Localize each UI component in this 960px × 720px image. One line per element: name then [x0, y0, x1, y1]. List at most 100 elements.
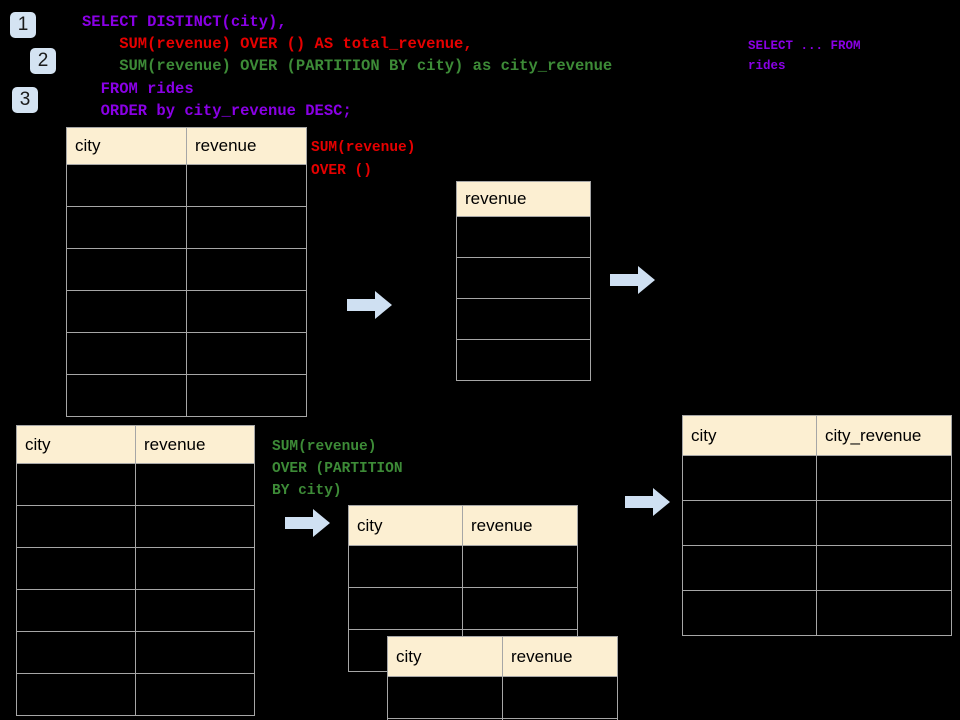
- table-rides-top: city revenue: [66, 127, 307, 417]
- cell-city: [16, 631, 136, 674]
- cell-revenue: [502, 718, 618, 720]
- table-row: [682, 455, 952, 501]
- column-header-city-revenue: city_revenue: [816, 415, 952, 456]
- cell-city: [348, 587, 463, 630]
- table-row: [66, 374, 307, 417]
- table-result: city city_revenue: [682, 415, 952, 636]
- table-row: [456, 216, 591, 258]
- cell-revenue: [135, 505, 255, 548]
- cell-revenue: [186, 206, 307, 249]
- cell-city-revenue: [816, 590, 952, 636]
- cell-city: [16, 547, 136, 590]
- cell-revenue: [186, 332, 307, 375]
- column-header-city: city: [66, 127, 187, 165]
- sql-line-select: SELECT DISTINCT(city),: [82, 13, 287, 31]
- table-header-row: city revenue: [66, 127, 307, 165]
- cell-city: [348, 545, 463, 588]
- table-row: [456, 298, 591, 340]
- cell-city: [66, 206, 187, 249]
- column-header-city: city: [348, 505, 463, 546]
- cell-revenue: [456, 216, 591, 258]
- cell-city: [66, 164, 187, 207]
- column-header-city: city: [682, 415, 817, 456]
- column-header-city: city: [16, 425, 136, 464]
- table-row: [456, 339, 591, 381]
- table-total-revenue: revenue: [456, 181, 591, 381]
- arrow-partition-to-result-icon: [625, 487, 671, 517]
- table-header-row: city revenue: [16, 425, 255, 464]
- arrow-rides-to-partition-icon: [285, 508, 331, 538]
- cell-city: [66, 290, 187, 333]
- table-row: [387, 676, 618, 719]
- cell-revenue: [502, 676, 618, 719]
- cell-city: [682, 590, 817, 636]
- table-row: [66, 290, 307, 333]
- cell-city-revenue: [816, 545, 952, 591]
- annotation-city-revenue-line-2: OVER (PARTITION: [272, 461, 403, 477]
- cell-revenue: [456, 298, 591, 340]
- cell-revenue: [186, 164, 307, 207]
- table-row: [387, 718, 618, 720]
- arrow-rides-to-total-icon: [347, 290, 393, 320]
- column-header-revenue: revenue: [462, 505, 578, 546]
- table-row: [348, 587, 578, 630]
- cell-revenue: [186, 290, 307, 333]
- cell-city: [66, 332, 187, 375]
- table-row: [16, 547, 255, 590]
- cell-city-revenue: [816, 500, 952, 546]
- table-row: [66, 332, 307, 375]
- cell-revenue: [186, 248, 307, 291]
- cell-revenue: [135, 631, 255, 674]
- cell-revenue: [135, 547, 255, 590]
- sql-line-from: FROM rides: [82, 80, 194, 98]
- cell-city: [16, 673, 136, 716]
- cell-city: [16, 463, 136, 506]
- table-row: [348, 545, 578, 588]
- table-partition-b: city revenue: [387, 636, 618, 720]
- cell-city-revenue: [816, 455, 952, 501]
- cell-city: [682, 455, 817, 501]
- table-row: [66, 248, 307, 291]
- cell-city: [682, 500, 817, 546]
- cell-revenue: [186, 374, 307, 417]
- cell-revenue: [456, 339, 591, 381]
- annotation-city-revenue-line-1: SUM(revenue): [272, 439, 377, 455]
- table-header-row: city revenue: [387, 636, 618, 677]
- cell-revenue: [135, 673, 255, 716]
- table-header-row: revenue: [456, 181, 591, 217]
- column-header-revenue: revenue: [186, 127, 307, 165]
- table-row: [66, 206, 307, 249]
- table-row: [16, 505, 255, 548]
- table-row: [16, 631, 255, 674]
- column-header-revenue: revenue: [135, 425, 255, 464]
- table-header-row: city city_revenue: [682, 415, 952, 456]
- column-header-revenue: revenue: [456, 181, 591, 217]
- annotation-total-revenue-line-2: OVER (): [311, 163, 372, 179]
- cell-revenue: [456, 257, 591, 299]
- sql-line-total-revenue: SUM(revenue) OVER () AS total_revenue,: [82, 35, 473, 53]
- cell-revenue: [135, 589, 255, 632]
- cell-city: [16, 505, 136, 548]
- step-badge-3[interactable]: 3: [12, 87, 38, 113]
- sql-line-city-revenue: SUM(revenue) OVER (PARTITION BY city) as…: [82, 57, 613, 75]
- cell-city: [387, 676, 503, 719]
- cell-city: [66, 248, 187, 291]
- annotation-city-revenue-line-3: BY city): [272, 483, 342, 499]
- step-badge-1[interactable]: 1: [10, 12, 36, 38]
- table-row: [16, 673, 255, 716]
- table-row: [16, 463, 255, 506]
- cell-city: [682, 545, 817, 591]
- cell-revenue: [462, 545, 578, 588]
- table-row: [682, 545, 952, 591]
- side-note-line-2: rides: [748, 59, 786, 73]
- cell-revenue: [135, 463, 255, 506]
- cell-city: [66, 374, 187, 417]
- annotation-total-revenue-line-1: SUM(revenue): [311, 140, 416, 156]
- step-badge-2[interactable]: 2: [30, 48, 56, 74]
- cell-city: [16, 589, 136, 632]
- arrow-total-to-out-icon: [610, 265, 656, 295]
- column-header-city: city: [387, 636, 503, 677]
- table-row: [456, 257, 591, 299]
- table-row: [682, 590, 952, 636]
